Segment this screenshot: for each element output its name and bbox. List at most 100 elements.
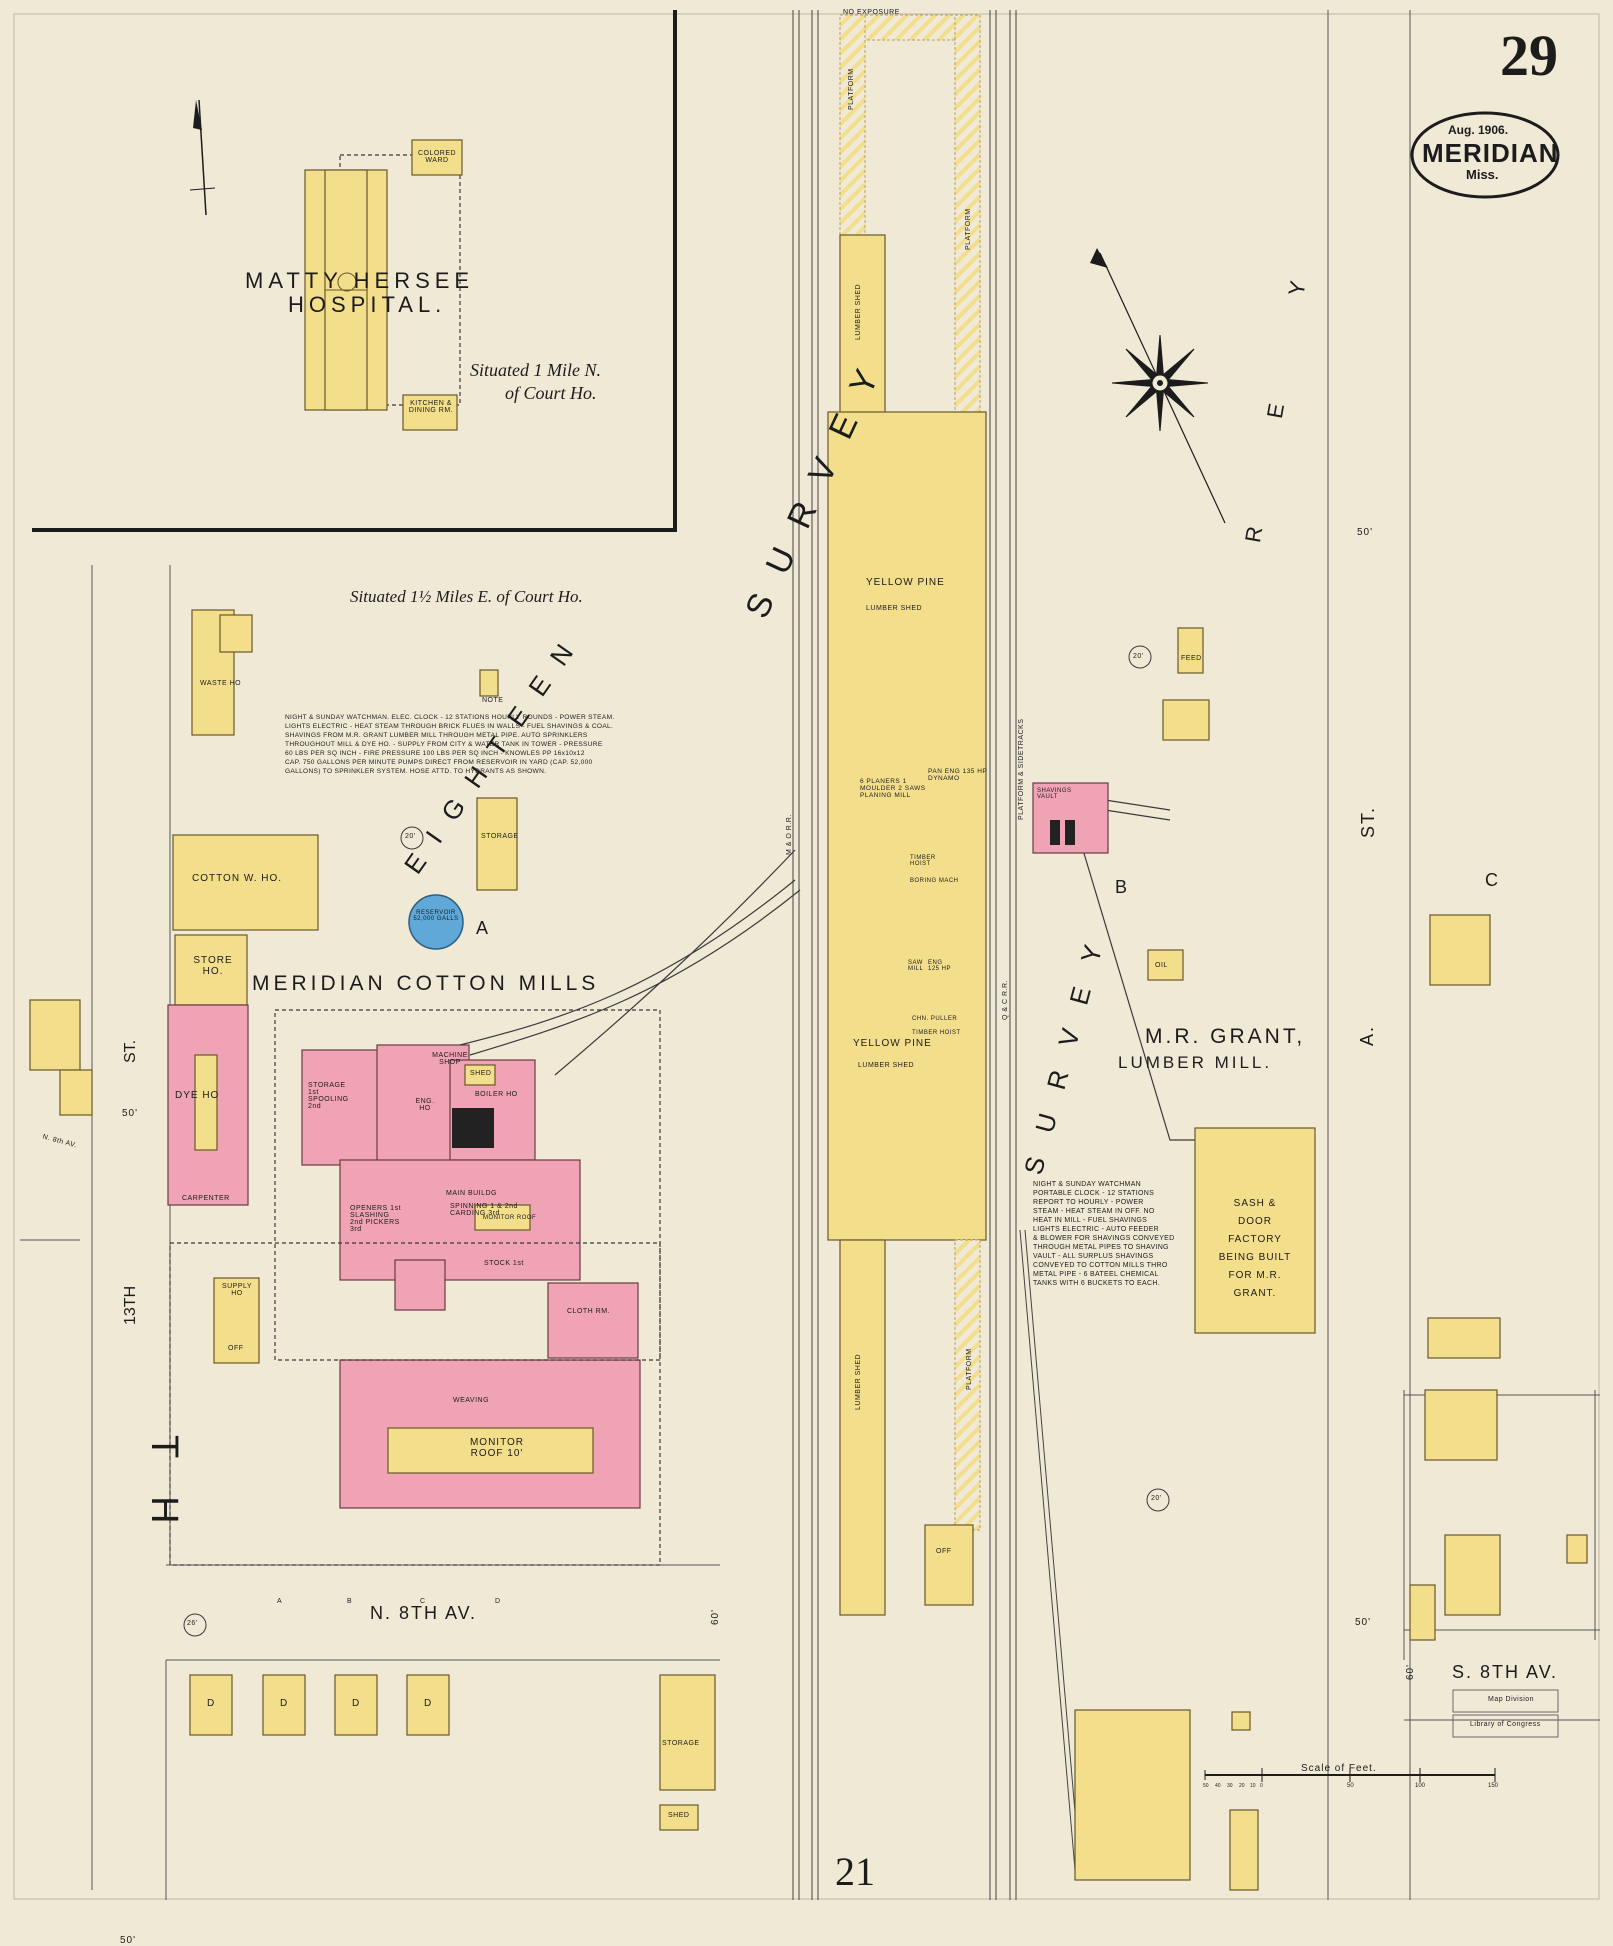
engine-125-label: ENG 125 HP <box>928 960 952 972</box>
storage-spooling-label: STORAGE 1st SPOOLING 2nd <box>308 1082 349 1110</box>
situated-note-1b: of Court Ho. <box>505 383 597 403</box>
cotton-warehouse-label: COTTON W. HO. <box>192 873 283 884</box>
rail-qc-label: Q & C R.R. <box>1002 979 1009 1020</box>
street-th-label: T H <box>143 1435 185 1538</box>
address-20-lower: 20' <box>1151 1495 1162 1502</box>
sheet-border <box>13 13 1600 1900</box>
situated-note-1: Situated 1 Mile N. <box>470 360 601 380</box>
block-c-label: C <box>1485 870 1498 890</box>
cloth-rm-label: CLOTH RM. <box>567 1308 610 1315</box>
kitchen-label: KITCHEN & DINING RM. <box>408 400 454 414</box>
address-26: 26' <box>187 1620 198 1627</box>
boiler-ho-label: BOILER HO <box>475 1091 518 1098</box>
sheet-date: Aug. 1906. <box>1448 123 1509 137</box>
dye-ho-label: DYE HO <box>175 1090 220 1101</box>
address-d-label: D <box>495 1598 501 1605</box>
compass-rose-icon <box>1090 248 1226 524</box>
spinning-label: SPINNING 1 & 2nd CARDING 3rd <box>450 1203 518 1217</box>
lumber-shed-top-label: LUMBER SHED <box>855 283 862 340</box>
waste-ho-label: WASTE HO <box>200 680 242 687</box>
planing-mill-label: 6 PLANERS 1 MOULDER 2 SAWS PLANING MILL <box>860 778 926 799</box>
map-division-stamp <box>1452 1689 1559 1713</box>
address-20-mill: 20' <box>405 833 416 840</box>
shed-bottom-label: SHED <box>668 1812 690 1819</box>
colored-ward-label: COLORED WARD <box>417 150 457 164</box>
library-stamp <box>1452 1714 1559 1738</box>
reservoir-icon <box>408 894 464 950</box>
map-division-stamp-text: Map Division <box>1488 1696 1535 1703</box>
supply-ho-label: SUPPLY HO <box>221 1283 253 1297</box>
dwelling-1: D <box>207 1698 216 1709</box>
sheet-city: MERIDIAN <box>1422 138 1559 168</box>
saw-mill-label: SAW MILL <box>908 960 924 972</box>
rail-mo-label: M & O R.R. <box>786 814 793 855</box>
scale-tick-30: 30 <box>1227 1783 1233 1789</box>
platform-sidetrack-label: PLATFORM & SIDETRACKS <box>1018 718 1025 820</box>
n8th-avenue-label: N. 8TH AV. <box>370 1603 478 1623</box>
hospital-name-line-2: HOSPITAL. <box>288 292 447 317</box>
hospital-name-line-1: MATTY HERSEE <box>245 268 475 293</box>
conveyor-pipes <box>459 789 1200 1141</box>
engine-dynamo-label: PAN ENG 135 HP DYNAMO <box>928 768 988 782</box>
dwelling-2: D <box>280 1698 289 1709</box>
stock-label: STOCK 1st <box>484 1260 524 1267</box>
north-arrow-icon <box>189 99 216 216</box>
note-label: NOTE <box>482 697 504 704</box>
timber-hoist-2-label: TIMBER HOIST <box>912 1030 961 1036</box>
monitor-roof-label: MONITOR ROOF 10' <box>469 1437 525 1459</box>
scale-tick-40: 40 <box>1215 1783 1221 1789</box>
city-oval <box>1410 111 1560 199</box>
hospital-buildings <box>304 139 463 431</box>
yellow-pine-1-label: YELLOW PINE <box>866 577 945 588</box>
lumber-shed-2-label: LUMBER SHED <box>858 1062 915 1069</box>
st-right-label: ST. <box>1358 805 1378 838</box>
street-13th-label: 13TH <box>122 1285 139 1325</box>
storage-bottom-label: STORAGE <box>662 1740 700 1747</box>
scale-tick-0: 0 <box>1260 1783 1263 1789</box>
address-c-label: C <box>420 1598 426 1605</box>
storage-label: STORAGE <box>481 833 519 840</box>
width-60-mid: 60' <box>710 1608 721 1625</box>
dwelling-4: D <box>424 1698 433 1709</box>
scale-tick-150: 150 <box>1488 1783 1499 1789</box>
address-b-label: B <box>347 1598 353 1605</box>
shed-label: SHED <box>470 1070 492 1077</box>
a-street-label: A. <box>1357 1024 1377 1046</box>
cotton-mill-buildings <box>167 609 716 1831</box>
store-ho-label: STORE HO. <box>193 955 233 977</box>
address-circles <box>183 645 1170 1637</box>
no-exposure-label: NO EXPOSURE <box>843 9 900 16</box>
grant-lumber-mill <box>29 627 1588 1891</box>
scale-tick-10: 10 <box>1250 1783 1256 1789</box>
scale-title: Scale of Feet. <box>1301 1763 1377 1774</box>
library-stamp-text: Library of Congress <box>1470 1721 1541 1728</box>
feed-label: FEED <box>1181 655 1202 662</box>
address-a-label: A <box>277 1598 283 1605</box>
timber-hoist-label: TIMBER HOIST <box>910 855 936 867</box>
scale-tick-20: 20 <box>1239 1783 1245 1789</box>
inset-frame <box>32 10 677 532</box>
off-rail-label: OFF <box>936 1548 952 1555</box>
dwelling-3: D <box>352 1698 361 1709</box>
oil-label: OIL <box>1155 962 1168 969</box>
scale-bar <box>1204 1768 1496 1782</box>
eng-ho-label: ENG. HO <box>415 1098 435 1112</box>
railroad-tracks <box>792 10 1081 1900</box>
openers-label: OPENERS 1st SLASHING 2nd PICKERS 3rd <box>350 1205 402 1233</box>
block-a-label: A <box>476 918 489 938</box>
width-50-left: 50' <box>122 1108 139 1119</box>
street-st-left-label: ST. <box>122 1039 139 1063</box>
situated-note-2: Situated 1½ Miles E. of Court Ho. <box>350 587 583 606</box>
lumber-shed-1-label: LUMBER SHED <box>866 605 923 612</box>
scale-tick-100: 100 <box>1415 1783 1426 1789</box>
sheet-state: Miss. <box>1466 167 1499 182</box>
address-20-upper: 20' <box>1133 653 1144 660</box>
sash-door-factory-label: SASH & DOOR FACTORY BEING BUILT FOR M.R.… <box>1218 1198 1292 1299</box>
s8th-avenue-label: S. 8TH AV. <box>1452 1662 1559 1682</box>
off-label: OFF <box>228 1345 244 1352</box>
mill-fire-note: NIGHT & SUNDAY WATCHMAN. ELEC. CLOCK - 1… <box>285 714 615 775</box>
platform-label-3: PLATFORM <box>966 1348 973 1390</box>
reservoir-label: RESERVOIR 52,000 GALLS <box>413 910 459 922</box>
main-bldg-label: MAIN BUILDG <box>446 1190 498 1197</box>
